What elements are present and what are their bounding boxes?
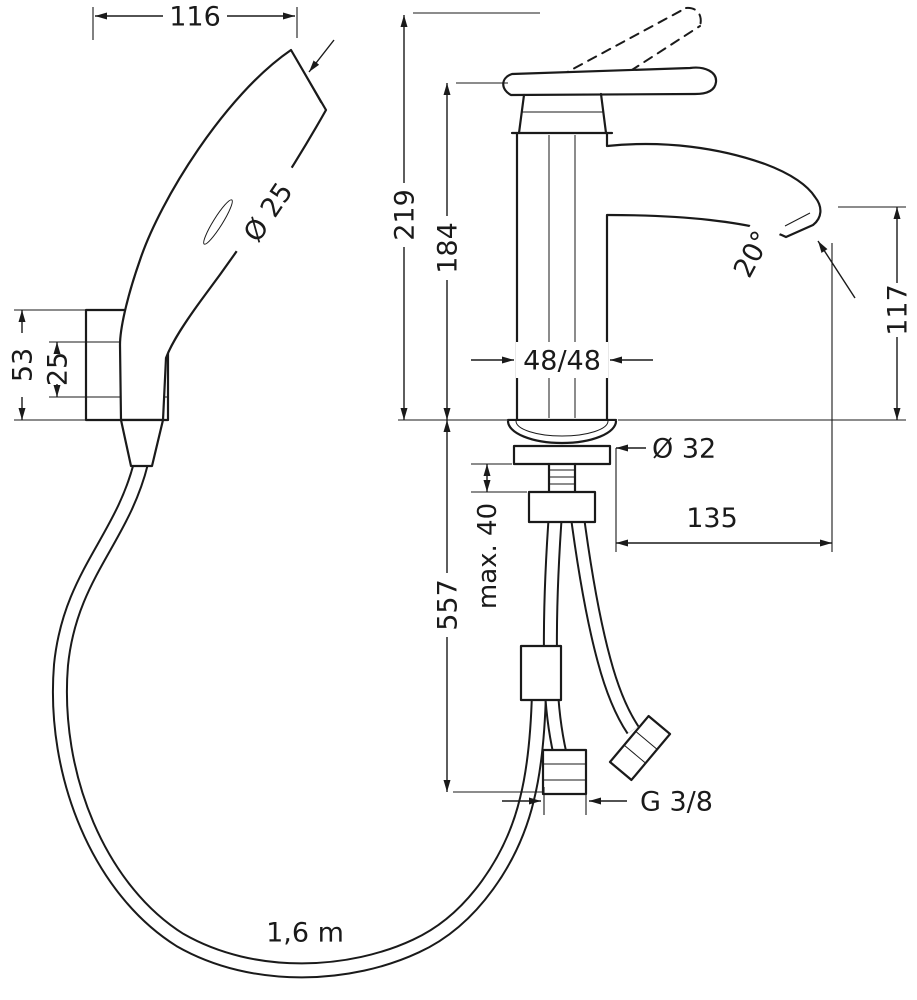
- handshower-face-rim: [296, 60, 322, 104]
- dim-label-body-width: 48/48: [523, 345, 601, 376]
- dim-label-holder-clamp: 25: [42, 352, 73, 386]
- dim-label-max-deck: max. 40: [473, 503, 503, 609]
- dim-label-spout-height: 117: [882, 284, 913, 336]
- aerator: [784, 212, 811, 227]
- hose-connector: [119, 418, 165, 468]
- dim-label-thread: G 3/8: [640, 786, 713, 817]
- handshower-hose: [52, 461, 547, 979]
- dim-label-spout-reach: 135: [686, 503, 738, 534]
- dimension-lines: [18, 12, 901, 805]
- dim-label-holder-height: 53: [7, 348, 38, 382]
- handshower: [118, 48, 328, 468]
- dim-label-shank-diameter: Ø 32: [652, 433, 716, 464]
- dim-label-lever-height: 184: [432, 222, 463, 274]
- dimension-labels: 116 53 25 Ø 25 219 184 557 48/48 Ø 32 20…: [7, 1, 913, 948]
- dim-label-hose-drop: 557: [432, 579, 463, 631]
- dim-label-handshower-width: 116: [169, 1, 221, 32]
- stabilising-washer: [512, 444, 612, 466]
- g38-nut: [541, 748, 588, 796]
- spout: [606, 142, 822, 239]
- dim-label-overall-height: 219: [389, 189, 420, 241]
- dim-label-hose-length: 1,6 m: [266, 917, 344, 948]
- cartridge-cover: [510, 92, 614, 135]
- mixer-lever: [502, 66, 718, 97]
- extension-lines: [14, 7, 906, 815]
- faucet: [502, 6, 822, 796]
- angled-nut: [608, 714, 672, 782]
- handshower-slot: [203, 199, 233, 245]
- check-valve: [519, 644, 563, 702]
- mounting-nut: [527, 490, 597, 524]
- handshower-body: [118, 48, 328, 422]
